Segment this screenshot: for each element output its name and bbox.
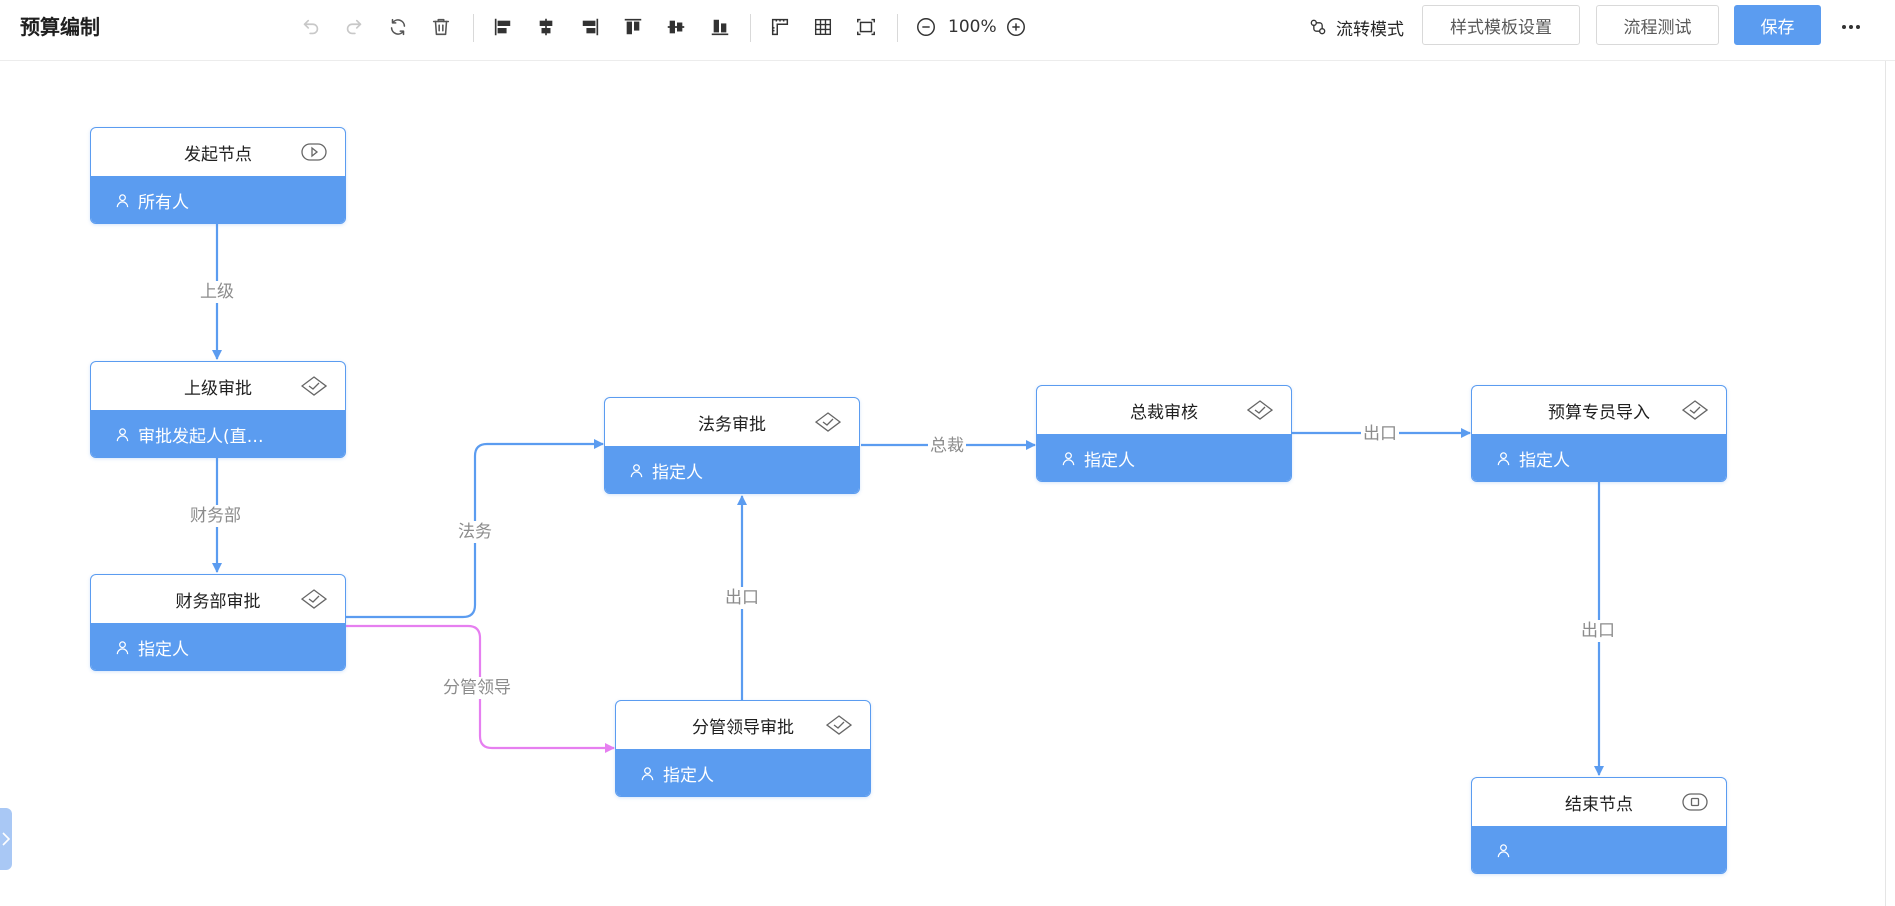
node-assignee: 指定人: [138, 640, 189, 660]
undo-icon[interactable]: [298, 14, 324, 40]
node-superior-approval[interactable]: 上级审批 审批发起人(直…: [90, 361, 346, 458]
node-end[interactable]: 结束节点: [1471, 777, 1727, 874]
node-leader-approval[interactable]: 分管领导审批 指定人: [615, 700, 871, 797]
user-icon: [630, 464, 643, 478]
flow-mode-icon: [1310, 19, 1326, 35]
edge-label-president-budget: 出口: [1361, 423, 1399, 445]
play-icon: [301, 143, 327, 161]
node-assignee: 指定人: [1519, 451, 1570, 471]
node-finance-approval[interactable]: 财务部审批 指定人: [90, 574, 346, 671]
toolbar-divider: [897, 14, 898, 42]
node-title: 分管领导审批: [692, 717, 794, 738]
node-title: 结束节点: [1565, 794, 1633, 815]
approve-icon: [1682, 400, 1708, 420]
node-assignee: 指定人: [1084, 451, 1135, 471]
node-title: 法务审批: [698, 414, 766, 435]
edge-label-superior-finance: 财务部: [188, 505, 243, 527]
node-legal-approval[interactable]: 法务审批 指定人: [604, 397, 860, 494]
style-template-button[interactable]: 样式模板设置: [1422, 5, 1580, 45]
flow-mode-label: 流转模式: [1336, 19, 1404, 40]
refresh-icon[interactable]: [385, 14, 411, 40]
user-icon: [116, 428, 129, 442]
ruler-icon[interactable]: [767, 14, 793, 40]
zoom-in-icon[interactable]: [1003, 14, 1029, 40]
toolbar-divider: [473, 14, 474, 42]
edge-label-finance-leader: 分管领导: [441, 677, 513, 699]
node-title: 发起节点: [184, 144, 252, 165]
approve-icon: [301, 589, 327, 609]
align-middle-v-icon[interactable]: [663, 14, 689, 40]
node-budget-import[interactable]: 预算专员导入 指定人: [1471, 385, 1727, 482]
approve-icon: [815, 412, 841, 432]
zoom-level: 100%: [948, 17, 997, 37]
edge-label-finance-legal: 法务: [456, 521, 494, 543]
node-president-review[interactable]: 总裁审核 指定人: [1036, 385, 1292, 482]
zoom-out-icon[interactable]: [913, 14, 939, 40]
save-button[interactable]: 保存: [1734, 5, 1821, 45]
flow-mode-toggle[interactable]: 流转模式: [1308, 14, 1404, 40]
node-assignee: 指定人: [663, 766, 714, 786]
align-left-icon[interactable]: [490, 14, 516, 40]
more-icon[interactable]: [1838, 14, 1864, 40]
approve-icon: [826, 715, 852, 735]
user-icon: [1062, 452, 1075, 466]
approve-icon: [301, 376, 327, 396]
node-title: 上级审批: [184, 378, 252, 399]
node-title: 总裁审核: [1130, 402, 1198, 423]
node-title: 预算专员导入: [1548, 402, 1650, 423]
edge-label-leader-legal: 出口: [723, 587, 761, 609]
align-top-icon[interactable]: [620, 14, 646, 40]
node-start[interactable]: 发起节点 所有人: [90, 127, 346, 224]
flow-test-button[interactable]: 流程测试: [1596, 5, 1719, 45]
approve-icon: [1247, 400, 1273, 420]
edge-label-budget-end: 出口: [1579, 620, 1617, 642]
grid-icon[interactable]: [810, 14, 836, 40]
redo-icon[interactable]: [341, 14, 367, 40]
user-icon: [116, 194, 129, 208]
node-assignee: 审批发起人(直…: [138, 427, 264, 447]
toolbar-divider: [750, 14, 751, 42]
edge-label-start-superior: 上级: [198, 281, 236, 303]
align-bottom-icon[interactable]: [707, 14, 733, 40]
side-panel-toggle[interactable]: [0, 808, 12, 870]
user-icon: [116, 641, 129, 655]
node-assignee: 指定人: [652, 463, 703, 483]
page-title: 预算编制: [20, 15, 100, 39]
user-icon: [1497, 844, 1510, 858]
vertical-scrollbar[interactable]: [1885, 61, 1886, 906]
user-icon: [641, 767, 654, 781]
toolbar: 预算编制 100%: [0, 0, 1895, 61]
node-title: 财务部审批: [175, 591, 261, 612]
edge-label-legal-president: 总裁: [928, 435, 966, 457]
align-center-h-icon[interactable]: [533, 14, 559, 40]
node-assignee: 所有人: [138, 193, 189, 213]
chevron-right-icon: [2, 832, 10, 846]
delete-icon[interactable]: [428, 14, 454, 40]
user-icon: [1497, 452, 1510, 466]
fit-view-icon[interactable]: [853, 14, 879, 40]
stop-icon: [1682, 793, 1708, 811]
align-right-icon[interactable]: [577, 14, 603, 40]
